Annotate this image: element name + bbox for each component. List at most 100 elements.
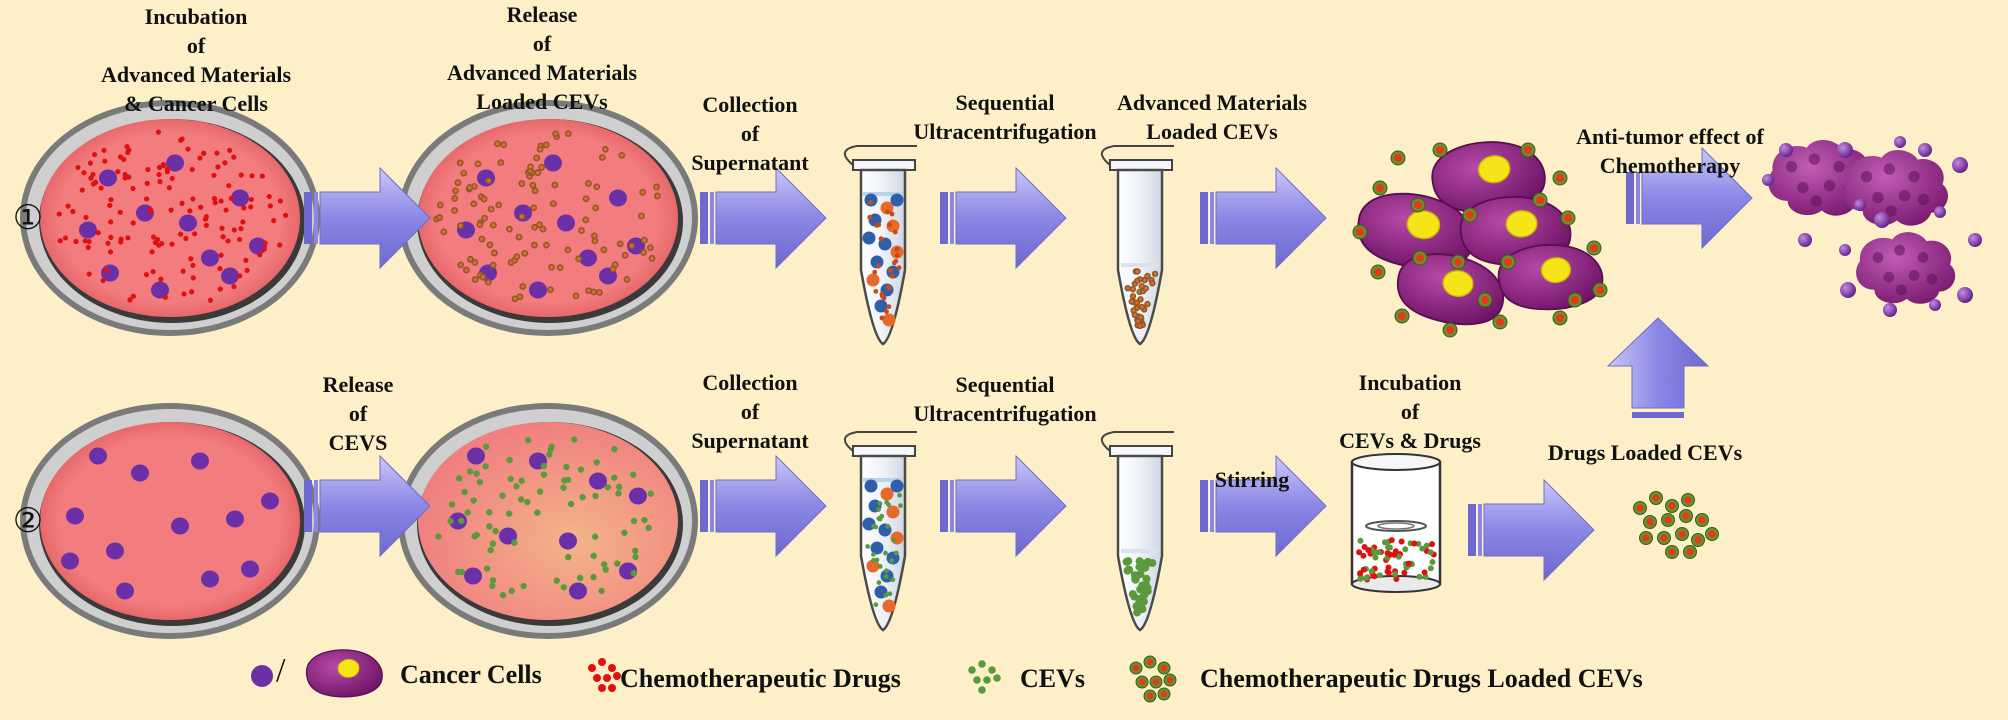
tube-cap [852,159,916,171]
cev-dot [486,509,493,516]
cancer-cell [99,169,117,187]
particle-orange [880,487,894,501]
drug-dot [125,235,131,241]
drug-dot [105,240,111,246]
cancer-cells-with-loaded-cevs [1352,141,1608,338]
legend-drug-dot [608,664,616,672]
tube-cap [1109,445,1173,457]
small-particle [876,263,882,269]
drug-dot [86,238,92,245]
drug-dot [122,175,128,181]
cancer-cell [544,154,562,172]
drug-dot [189,289,195,295]
small-particle [893,550,899,556]
legend-drug-dot [593,674,601,682]
cev-dot [499,492,506,499]
cancer-cell [226,510,244,528]
cev-dot [508,587,515,595]
cev-dot [1142,574,1151,583]
cev-dot [1376,572,1383,579]
drug-dot [73,238,79,245]
small-particle [881,295,887,301]
drug-dot [1356,549,1363,556]
cev-dot [492,527,499,535]
cancer-cell-large [1357,192,1474,270]
particle-orange [866,273,880,287]
cancer-cell [464,567,482,585]
drug-dot [227,147,233,153]
particle-blue [890,479,904,493]
cev-dot [1357,537,1364,544]
drug-dot [259,173,265,179]
cancer-cell [529,281,547,299]
small-particle [891,537,897,543]
drug-dot [267,203,273,209]
small-particle [894,252,900,258]
cev-dot [576,574,584,582]
drug-dot [190,262,196,268]
tube-hinge [844,431,917,452]
tube-hinge [844,145,917,166]
cancer-cell [261,492,279,510]
cell-fragment [1839,244,1851,256]
drug-dot [231,227,237,233]
cev-dot [630,517,638,525]
tube-cap [1109,159,1173,171]
drug-dot [166,185,172,191]
drug-dot [187,208,193,214]
drug-dot [225,238,231,244]
cev-dot [513,483,520,490]
cev-dot [505,510,513,517]
cev-dot [487,546,494,554]
drug-dot [223,207,229,213]
drug-dot [101,147,107,153]
cev-dot [632,547,639,555]
cell-nucleus [1505,210,1538,238]
arrow-r1-2 [699,167,827,269]
cev-dot [473,531,480,539]
petri-dish-cancer-cells [20,403,320,639]
cev-dot [1427,565,1434,572]
small-particle [884,568,889,574]
drug-dot [103,268,109,274]
arrow-r2-2 [699,455,827,557]
small-particle [879,315,885,321]
cev-dot [507,475,514,483]
drug-dot [201,150,207,156]
cev-dot [511,539,518,546]
drug-dot [90,181,97,187]
particle-blue [870,541,884,555]
drug-dot [181,291,187,297]
drug-dot [86,271,92,277]
cev-dot [590,573,597,581]
cev-dot [1375,549,1382,556]
small-particle [885,209,890,215]
arrow-r1-4 [1199,167,1327,269]
cev-dot [565,553,572,561]
particle-blue [862,231,876,245]
particle-orange [890,531,904,545]
cell-fragment [1854,199,1866,211]
drug-dot [1405,560,1412,567]
drug-dot [266,193,272,200]
cev-dot [591,533,599,540]
drug-dot [122,171,128,178]
drug-dot [117,209,123,215]
label-row2-stirring: Stirring [1214,467,1290,492]
drug-dot [164,166,171,172]
drug-dot [177,231,184,237]
particle-orange [890,245,904,259]
drug-dot [155,129,162,135]
cev-dot [466,468,474,475]
drug-dot [107,202,113,209]
small-particle [883,574,889,579]
drug-dot [83,214,89,221]
small-particle [887,591,893,597]
drug-dot [144,180,150,186]
cev-dot [560,584,567,591]
particle-blue [890,193,904,207]
cancer-cell [477,169,495,187]
small-particle [898,503,903,509]
